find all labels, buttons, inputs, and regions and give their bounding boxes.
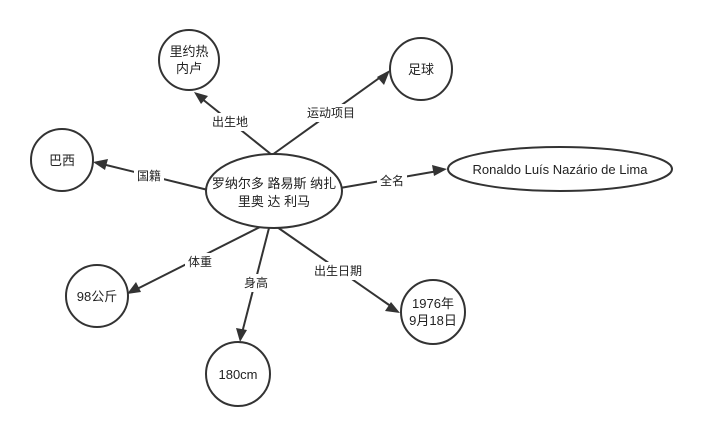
edge-label-weight: 体重 [188,255,212,269]
node-birthplace-line2: 内卢 [176,61,202,76]
edge-label-height: 身高 [244,275,268,290]
node-sport: 足球 [389,37,453,101]
node-center-line2: 里奥 达 利马 [238,194,310,209]
node-birth-date-line1: 1976年 [412,296,454,311]
node-weight-text: 98公斤 [77,289,117,304]
node-sport-shape [389,37,453,101]
edge-height: 身高 [236,227,271,342]
node-height: 180cm [205,341,271,407]
node-full-name-text: Ronaldo Luís Nazário de Lima [473,162,649,177]
node-birthplace-shape [158,29,220,91]
node-birth-date-line2: 9月18日 [409,313,457,328]
node-birth-date: 1976年 9月18日 [400,279,466,345]
node-center: 罗纳尔多 路易斯 纳扎 里奥 达 利马 [205,153,343,229]
edge-sport: 运动项目 [271,70,390,156]
node-birthplace-line1: 里约热 [169,44,208,59]
node-nationality-shape [30,128,94,192]
edge-label-nationality: 国籍 [137,168,161,183]
node-weight-shape [65,264,129,328]
node-sport-text: 足球 [408,62,434,77]
node-birth-date-shape [400,279,466,345]
edge-label-full-name: 全名 [380,173,404,188]
node-birthplace: 里约热 内卢 [158,29,220,91]
edge-nationality: 国籍 [93,159,209,191]
node-weight: 98公斤 [65,264,129,328]
node-nationality: 巴西 [30,128,94,192]
edge-label-birth-date: 出生日期 [314,264,362,278]
node-full-name: Ronaldo Luís Nazário de Lima [447,146,673,192]
node-height-text: 180cm [218,367,257,382]
edge-height-arrow [236,328,247,342]
node-full-name-shape [447,146,673,192]
node-center-shape [205,153,343,229]
node-center-line1: 罗纳尔多 路易斯 纳扎 [212,176,336,191]
edge-label-birthplace: 出生地 [212,115,248,129]
node-height-shape [205,341,271,407]
edge-full-name-arrow [432,165,447,176]
edge-birthplace-arrow [194,92,208,104]
node-nationality-text: 巴西 [49,153,75,168]
edge-weight-arrow [127,282,141,294]
edge-weight: 体重 [127,225,263,294]
edge-birthplace: 出生地 [194,92,273,156]
edge-sport-arrow [377,70,390,85]
edge-birth-date-arrow [385,302,400,313]
edge-nationality-arrow [93,159,108,170]
edge-label-sport: 运动项目 [307,106,355,120]
edge-birth-date: 出生日期 [276,226,400,313]
edge-full-name: 全名 [339,165,447,190]
